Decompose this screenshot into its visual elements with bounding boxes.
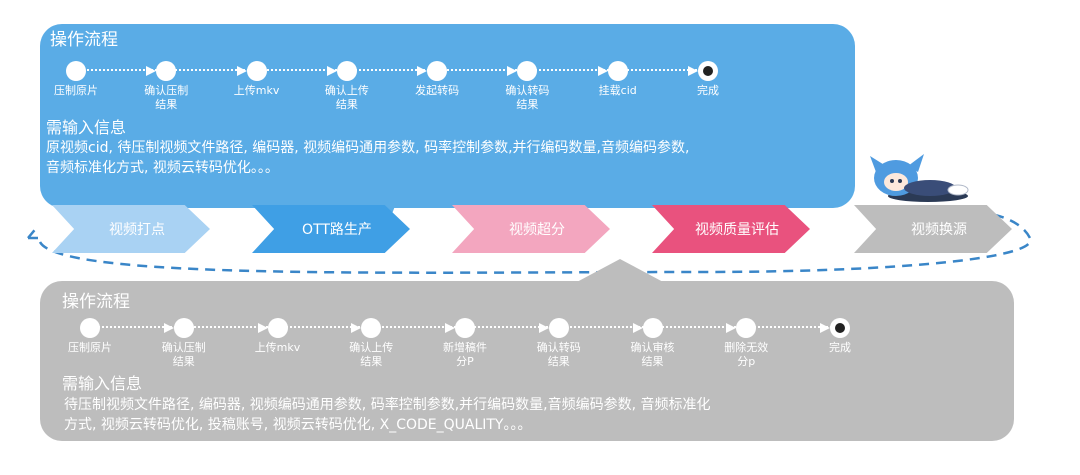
flow-node-dot-icon: [642, 318, 663, 338]
flow-node-dot-icon: [361, 318, 382, 338]
flow-node-dot-icon: [80, 318, 100, 338]
bottom-panel-title: 操作流程: [62, 292, 130, 312]
arrowhead-icon: [507, 66, 518, 76]
flow-step-label: 确认审核 结果: [630, 341, 675, 368]
arrowhead-icon: [820, 323, 830, 333]
bottom-step-flow: 压制原片 确认压制 结果 上传mkv 确认上传 结果 新增稿件 分P 确认转码 结果 确认审…: [40, 313, 1014, 383]
flow-step-label: 确认转码 结果: [505, 84, 550, 111]
arrowhead-icon: [326, 66, 337, 76]
flow-node-dot-icon: [548, 318, 569, 338]
arrowhead-icon: [726, 323, 737, 333]
top-info-line: 原视频cid, 待压制视频文件路径, 编码器, 视频编码通用参数, 码率控制参数…: [46, 140, 690, 156]
flow-step-label: 确认上传 结果: [349, 341, 394, 368]
flow-step-label: 确认上传 结果: [324, 84, 369, 111]
arrowhead-icon: [445, 323, 455, 333]
arrowhead-icon: [257, 323, 268, 333]
top-process-panel: 操作流程 压制原片 确认压制 结果 上传mkv 确认上传 结果 发起转码 确认转码 结果 挂…: [40, 24, 855, 232]
arrowhead-icon: [163, 323, 174, 333]
flow-step-label: 确认转码 结果: [536, 341, 581, 368]
flow-node-dot-icon: [246, 61, 267, 81]
arrowhead-icon: [417, 66, 428, 76]
arrowhead-icon: [236, 66, 247, 76]
arrowhead-icon: [351, 323, 362, 333]
flow-step-label: 上传mkv: [254, 341, 301, 354]
arrowhead-icon: [538, 323, 549, 333]
flow-node-dot-icon: [427, 61, 448, 81]
top-step-flow: 压制原片 确认压制 结果 上传mkv 确认上传 结果 发起转码 确认转码 结果 挂载cid 完…: [40, 56, 855, 126]
loop-arrow-icon: [27, 225, 44, 240]
flow-node-dot-icon: [66, 61, 86, 81]
flow-step-label: 压制原片: [68, 341, 112, 354]
pipeline-step-label: 视频打点: [109, 222, 165, 238]
top-info-title: 需输入信息: [46, 118, 127, 137]
flow-step-label: 挂载cid: [598, 84, 637, 97]
flow-node-dot-icon: [607, 61, 628, 81]
top-panel-title: 操作流程: [50, 30, 118, 50]
flow-step-label: 确认压制 结果: [144, 84, 189, 111]
flow-step-label: 发起转码: [415, 84, 460, 97]
arrowhead-icon: [146, 66, 157, 76]
bottom-panel-pointer: [575, 259, 665, 283]
pipeline-step-video-marking: 视频打点: [52, 205, 210, 253]
flow-node-dot-icon: [173, 318, 194, 338]
flow-node-dot-icon: [156, 61, 177, 81]
flow-node-dot-icon: [517, 61, 538, 81]
bottom-process-panel: 操作流程 压制原片 确认压制 结果 上传mkv 确认上传 结果 新增稿件 分P 确认转码 …: [40, 281, 1014, 441]
flow-step-label: 压制原片: [54, 84, 98, 97]
pipeline-step-label: 视频质量评估: [695, 222, 779, 238]
flow-connector-line: [76, 69, 708, 71]
pipeline-step-label: 视频换源: [911, 222, 967, 238]
flow-node-dot-icon: [267, 318, 288, 338]
flow-node-dot-icon: [336, 61, 357, 81]
pipeline-step-super-resolution: 视频超分: [452, 205, 610, 253]
bottom-info-line: 待压制视频文件路径, 编码器, 视频编码通用参数, 码率控制参数,并行编码数量,…: [64, 397, 711, 413]
pipeline-step-ott-production: OTT路生产: [252, 205, 410, 253]
flow-end-dot-icon: [830, 318, 850, 338]
flow-end-dot-icon: [698, 61, 718, 81]
bottom-info-line: 方式, 视频云转码优化, 投稿账号, 视频云转码优化, X_CODE_QUALI…: [64, 417, 532, 433]
flow-node-dot-icon: [736, 318, 757, 338]
pipeline-step-quality-evaluation: 视频质量评估: [652, 205, 810, 253]
arrowhead-icon: [688, 66, 698, 76]
loop-dashed-path: [38, 211, 1032, 274]
flow-step-label: 新增稿件 分P: [443, 341, 487, 368]
pipeline-step-label: OTT路生产: [302, 222, 372, 238]
flow-node-dot-icon: [455, 318, 475, 338]
arrowhead-icon: [597, 66, 608, 76]
bottom-info-title: 需输入信息: [62, 374, 143, 393]
pipeline-step-label: 视频超分: [509, 222, 565, 238]
top-info-line: 音频标准化方式, 视频云转码优化。。。: [46, 160, 279, 176]
flow-step-label: 完成: [697, 84, 719, 97]
flow-step-label: 完成: [829, 341, 851, 354]
flow-step-label: 确认压制 结果: [161, 341, 206, 368]
flow-step-label: 上传mkv: [233, 84, 280, 97]
mascot-illustration-icon: [870, 154, 969, 202]
pipeline-step-source-replacement: 视频换源: [854, 205, 1012, 253]
arrowhead-icon: [632, 323, 643, 333]
flow-step-label: 删除无效 分p: [724, 341, 769, 368]
